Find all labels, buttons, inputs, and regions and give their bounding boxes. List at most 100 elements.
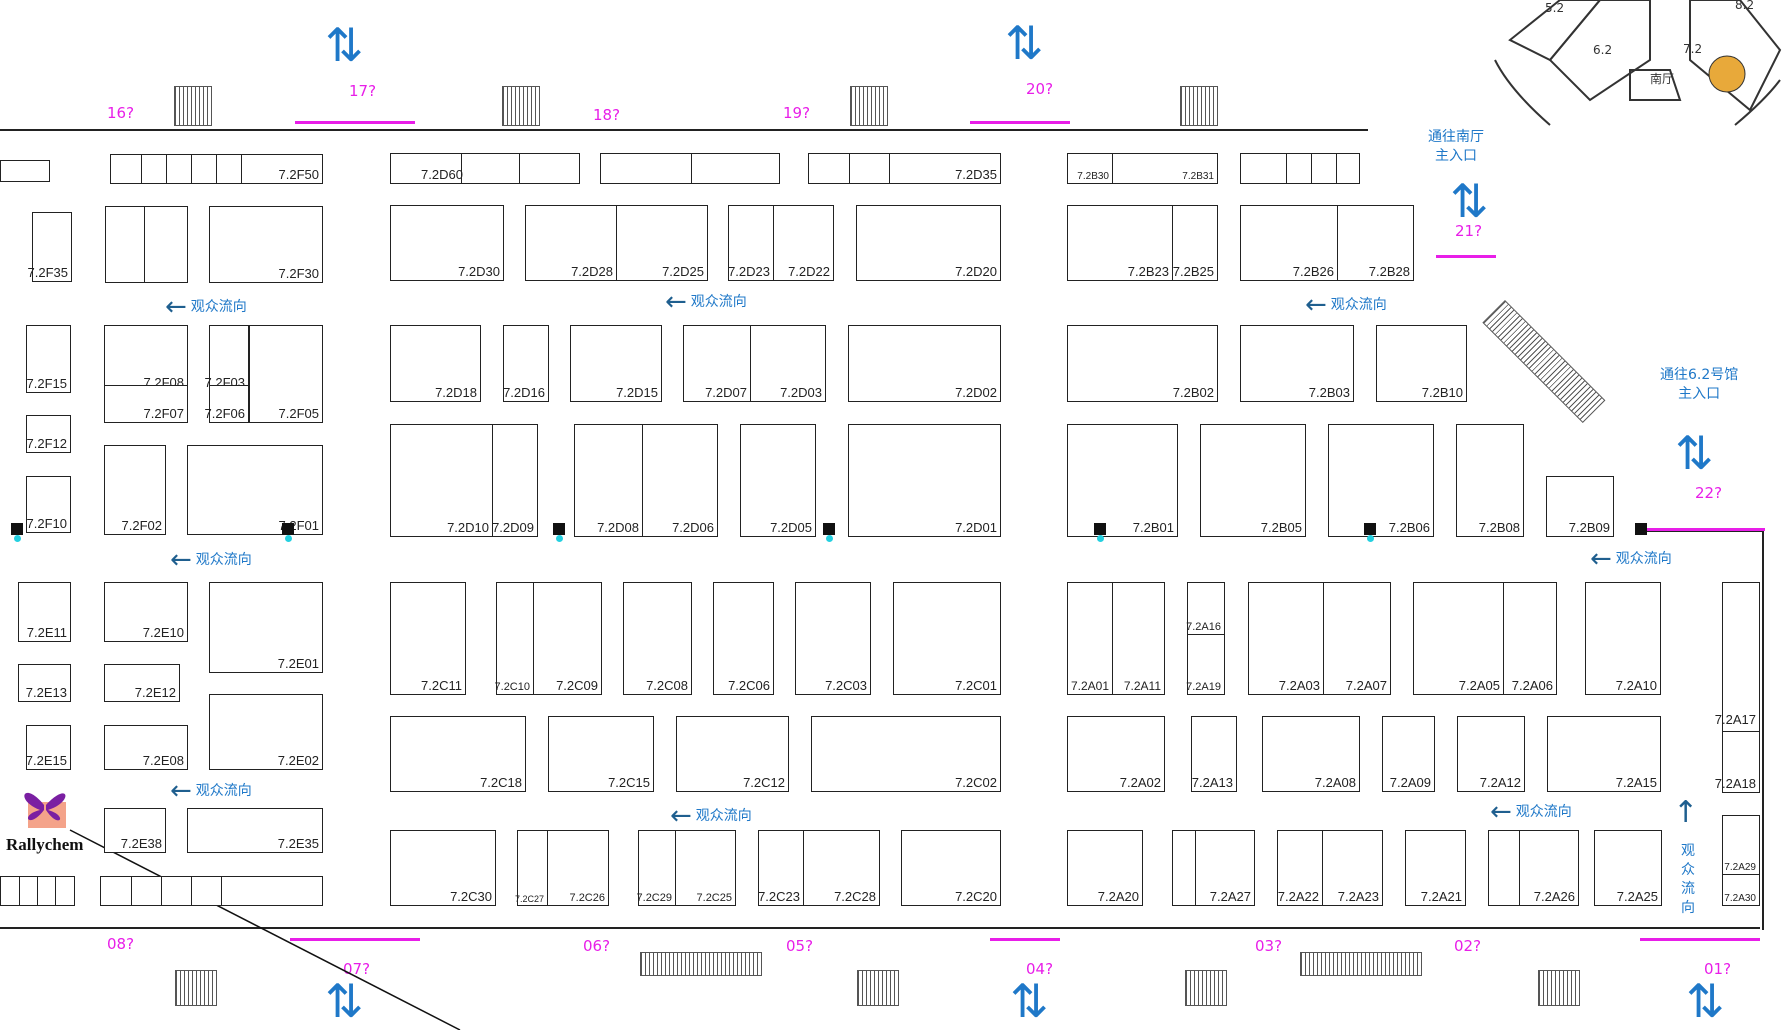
booth-7-2D01[interactable]: 7.2D01: [848, 424, 1001, 537]
booth-7-2D02[interactable]: 7.2D02: [848, 325, 1001, 402]
booth-7-2A13[interactable]: 7.2A13: [1191, 716, 1237, 792]
booth-7-2A15[interactable]: 7.2A15: [1547, 716, 1661, 792]
booth-7-2D35-row[interactable]: 7.2D35: [808, 153, 1001, 184]
booth-7-2A21[interactable]: 7.2A21: [1405, 830, 1466, 906]
booth-7-2F30[interactable]: 7.2F30: [209, 206, 323, 283]
booth-7-2C15[interactable]: 7.2C15: [548, 716, 654, 792]
booth-7-2B08[interactable]: 7.2B08: [1456, 424, 1524, 537]
booth-7-2F02[interactable]: 7.2F02: [104, 445, 166, 535]
booth-7-2C10[interactable]: 7.2C10: [495, 582, 534, 695]
booth-7-2F01[interactable]: 7.2F01: [187, 445, 323, 535]
booth-7-2A12[interactable]: 7.2A12: [1457, 716, 1525, 792]
booth-7-2E-bottom-row[interactable]: [100, 876, 323, 906]
booth-7-2C23[interactable]: 7.2C23: [758, 830, 804, 906]
booth-7-2F33-block[interactable]: [105, 206, 188, 283]
booth-7-2A03[interactable]: 7.2A03: [1248, 582, 1324, 695]
booth-7-2A27[interactable]: 7.2A27: [1172, 830, 1255, 906]
booth-7-2D15[interactable]: 7.2D15: [570, 325, 662, 402]
booth-7-2E08[interactable]: 7.2E08: [104, 725, 188, 770]
booth-7-2E15[interactable]: 7.2E15: [26, 725, 71, 770]
booth-7-2A07[interactable]: 7.2A07: [1323, 582, 1391, 695]
booth-7-2D09[interactable]: 7.2D09: [492, 424, 538, 537]
booth-7-2F08[interactable]: 7.2F08: [104, 325, 188, 392]
booth-7-2A19[interactable]: 7.2A19: [1186, 634, 1225, 695]
booth-7-2A23[interactable]: 7.2A23: [1322, 830, 1383, 906]
booth-7-2A02[interactable]: 7.2A02: [1067, 716, 1165, 792]
booth-7-2D25[interactable]: 7.2D25: [616, 205, 708, 281]
booth-7-2A08[interactable]: 7.2A08: [1262, 716, 1360, 792]
booth-7-2B02[interactable]: 7.2B02: [1067, 325, 1218, 402]
booth-7-2B28[interactable]: 7.2B28: [1337, 205, 1414, 281]
booth-7-2C26[interactable]: 7.2C26: [547, 830, 609, 906]
booth-7-2C29[interactable]: 7.2C29: [637, 830, 676, 906]
booth-7-2F03[interactable]: 7.2F03: [205, 325, 249, 392]
booth-7-2F-left-top[interactable]: [0, 160, 50, 182]
booth-7-2D20[interactable]: 7.2D20: [856, 205, 1001, 281]
booth-7-2B06[interactable]: 7.2B06: [1328, 424, 1434, 537]
booth-7-2B09[interactable]: 7.2B09: [1546, 476, 1614, 537]
booth-7-2C12[interactable]: 7.2C12: [676, 716, 789, 792]
booth-7-2D05[interactable]: 7.2D05: [740, 424, 816, 537]
booth-7-2B30[interactable]: 7.2B30: [1067, 153, 1113, 184]
booth-7-2E38[interactable]: 7.2E38: [104, 808, 166, 853]
booth-7-2A25[interactable]: 7.2A25: [1594, 830, 1662, 906]
booth-7-2D06[interactable]: 7.2D06: [642, 424, 718, 537]
booth-7-2A30[interactable]: 7.2A30: [1722, 874, 1760, 906]
booth-7-2C03[interactable]: 7.2C03: [795, 582, 871, 695]
booth-7-2B03[interactable]: 7.2B03: [1240, 325, 1354, 402]
booth-7-2F07[interactable]: 7.2F07: [104, 385, 188, 423]
booth-7-2C30[interactable]: 7.2C30: [390, 830, 496, 906]
booth-7-2D08[interactable]: 7.2D08: [574, 424, 643, 537]
booth-7-2D03[interactable]: 7.2D03: [750, 325, 826, 402]
booth-7-2E12[interactable]: 7.2E12: [104, 664, 180, 702]
booth-7-2F06[interactable]: 7.2F06: [205, 385, 249, 423]
booth-7-2B05[interactable]: 7.2B05: [1200, 424, 1306, 537]
booth-7-2E01[interactable]: 7.2E01: [209, 582, 323, 673]
booth-7-2C20[interactable]: 7.2C20: [901, 830, 1001, 906]
booth-7-2C06[interactable]: 7.2C06: [713, 582, 774, 695]
booth-7-2F15[interactable]: 7.2F15: [26, 325, 71, 393]
booth-7-2B01[interactable]: 7.2B01: [1067, 424, 1178, 537]
booth-7-2D22[interactable]: 7.2D22: [773, 205, 834, 281]
booth-7-2E11[interactable]: 7.2E11: [18, 582, 71, 642]
booth-7-2F50[interactable]: 7.2F50: [110, 154, 323, 184]
booth-7-2F12[interactable]: 7.2F12: [26, 415, 71, 453]
booth-7-2C09[interactable]: 7.2C09: [533, 582, 602, 695]
booth-7-2E13[interactable]: 7.2E13: [18, 664, 71, 702]
booth-7-2C08[interactable]: 7.2C08: [623, 582, 692, 695]
booth-7-2E-left-bottom-row[interactable]: [0, 876, 75, 906]
booth-7-2A01[interactable]: 7.2A01: [1067, 582, 1113, 695]
booth-7-2A22[interactable]: 7.2A22: [1277, 830, 1323, 906]
booth-7-2C02[interactable]: 7.2C02: [811, 716, 1001, 792]
booth-7-2A11[interactable]: 7.2A11: [1112, 582, 1165, 695]
booth-7-2D16[interactable]: 7.2D16: [503, 325, 549, 402]
booth-7-2D07[interactable]: 7.2D07: [683, 325, 751, 402]
booth-7-2F35[interactable]: 7.2F35: [28, 212, 72, 282]
booth-7-2C11[interactable]: 7.2C11: [390, 582, 466, 695]
booth-7-2B31[interactable]: 7.2B31: [1112, 153, 1218, 184]
booth-7-2A29[interactable]: 7.2A29: [1722, 815, 1760, 875]
booth-7-2E35[interactable]: 7.2E35: [187, 808, 323, 853]
booth-7-2A20[interactable]: 7.2A20: [1067, 830, 1143, 906]
booth-7-2C28[interactable]: 7.2C28: [803, 830, 880, 906]
booth-7-2D10[interactable]: 7.2D10: [390, 424, 493, 537]
booth-7-2A26[interactable]: 7.2A26: [1488, 830, 1579, 906]
booth-7-2D30[interactable]: 7.2D30: [390, 205, 504, 281]
booth-7-2A09[interactable]: 7.2A09: [1382, 716, 1435, 792]
booth-7-2B26[interactable]: 7.2B26: [1240, 205, 1338, 281]
booth-7-2B25[interactable]: 7.2B25: [1172, 205, 1218, 281]
booth-7-2C01[interactable]: 7.2C01: [893, 582, 1001, 695]
booth-7-2A17[interactable]: 7.2A17: [1715, 582, 1760, 732]
booth-7-2A16[interactable]: 7.2A16: [1186, 582, 1225, 635]
booth-7-2B-top-row[interactable]: [1240, 153, 1360, 184]
booth-7-2E02[interactable]: 7.2E02: [209, 694, 323, 770]
booth-7-2D23[interactable]: 7.2D23: [728, 205, 774, 281]
booth-7-2A18[interactable]: 7.2A18: [1715, 731, 1760, 793]
booth-7-2A10[interactable]: 7.2A10: [1585, 582, 1661, 695]
booth-7-2F10[interactable]: 7.2F10: [26, 476, 71, 533]
booth-7-2B10[interactable]: 7.2B10: [1376, 325, 1467, 402]
booth-7-2D18[interactable]: 7.2D18: [390, 325, 481, 402]
booth-7-2F05[interactable]: 7.2F05: [249, 325, 323, 423]
booth-7-2D-top-row-2[interactable]: [600, 153, 780, 184]
booth-7-2A05[interactable]: 7.2A05: [1413, 582, 1504, 695]
